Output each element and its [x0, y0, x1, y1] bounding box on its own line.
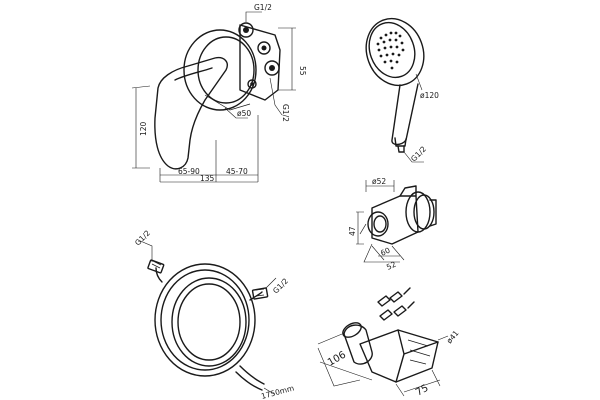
shower-head-dim-d120-label: ø120: [420, 91, 439, 100]
hose-left-nut: [147, 259, 165, 274]
hose-thread-right-label: G1/2: [271, 276, 290, 295]
holder-dim-106-label: 106: [326, 350, 348, 369]
wall-connector-dim-c-label: 60: [379, 246, 392, 258]
shower-head-dimensions: [403, 73, 424, 163]
holder-dim-75-label: 75: [414, 383, 431, 399]
wall-connector-dimensions: [356, 180, 405, 263]
mixer-dim-d50-label: ø50: [237, 109, 251, 118]
mixer-thread-side-label: G1/2: [281, 104, 290, 122]
wall-connector-dim-d-label: 52: [385, 260, 398, 272]
mixer-dim-55-label: 55: [298, 66, 307, 76]
mixer-body-drawing: [154, 22, 281, 170]
hose-right-nut: [251, 287, 269, 300]
shower-head-nozzles: [376, 31, 405, 70]
wall-plugs-and-screws: [377, 287, 415, 321]
mixer-thread-top-label: G1/2: [254, 3, 272, 12]
shower-holder-drawing: [342, 322, 439, 383]
mixer-dim-65-90-label: 65-90: [178, 167, 200, 176]
holder-dimensions: [317, 333, 449, 397]
wall-connector-dim-b-label: 47: [348, 226, 357, 236]
mixer-dimensions: [131, 11, 296, 183]
hose-dimensions: [137, 239, 277, 395]
mixer-dim-45-70-label: 45-70: [226, 167, 248, 176]
mixer-dim-120-label: 120: [139, 121, 148, 136]
shower-head-drawing: [365, 17, 425, 153]
shower-head-thread-label: G1/2: [409, 144, 428, 163]
shower-hose-drawing: [154, 263, 265, 391]
wall-connector-dim-a-label: ø52: [372, 177, 386, 186]
mixer-dim-135-label: 135: [200, 174, 215, 183]
hose-length-label: 1750mm: [260, 384, 295, 400]
holder-dim-41-label: ø41: [445, 328, 461, 345]
wall-connector-drawing: [359, 185, 437, 245]
